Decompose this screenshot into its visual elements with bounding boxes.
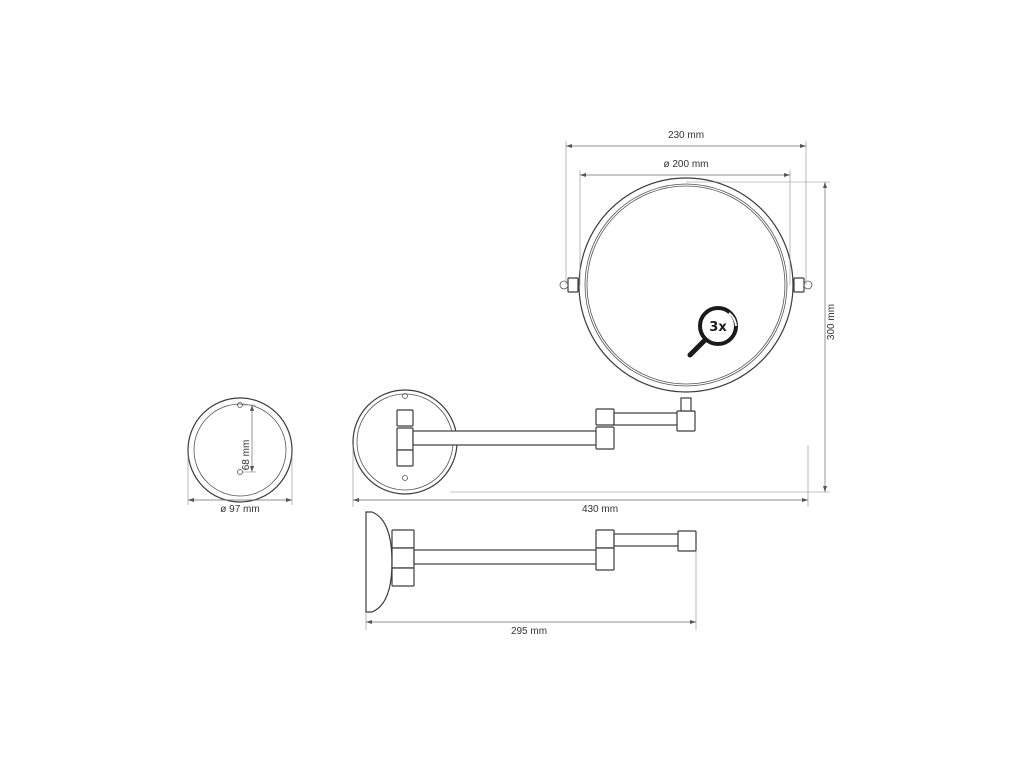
- mirror-diameter-label: ø 200 mm: [663, 159, 708, 170]
- depth-label: 295 mm: [511, 626, 547, 637]
- mount-plate-view: 68 mm ø 97 mm: [187, 397, 293, 515]
- height-label: 300 mm: [826, 304, 837, 340]
- side-view: 295 mm: [365, 511, 697, 637]
- magnification-label: 3x: [709, 320, 727, 335]
- extension-length-label: 430 mm: [582, 504, 618, 515]
- front-view-dimensions: 230 mm ø 200 mm 300 mm 430 mm: [352, 130, 837, 515]
- overall-width-label: 230 mm: [668, 130, 704, 141]
- hole-spacing-label: 68 mm: [241, 440, 252, 471]
- front-view: 3x: [352, 177, 813, 495]
- mount-diameter-label: ø 97 mm: [220, 504, 259, 515]
- magnifier-icon: [687, 306, 738, 358]
